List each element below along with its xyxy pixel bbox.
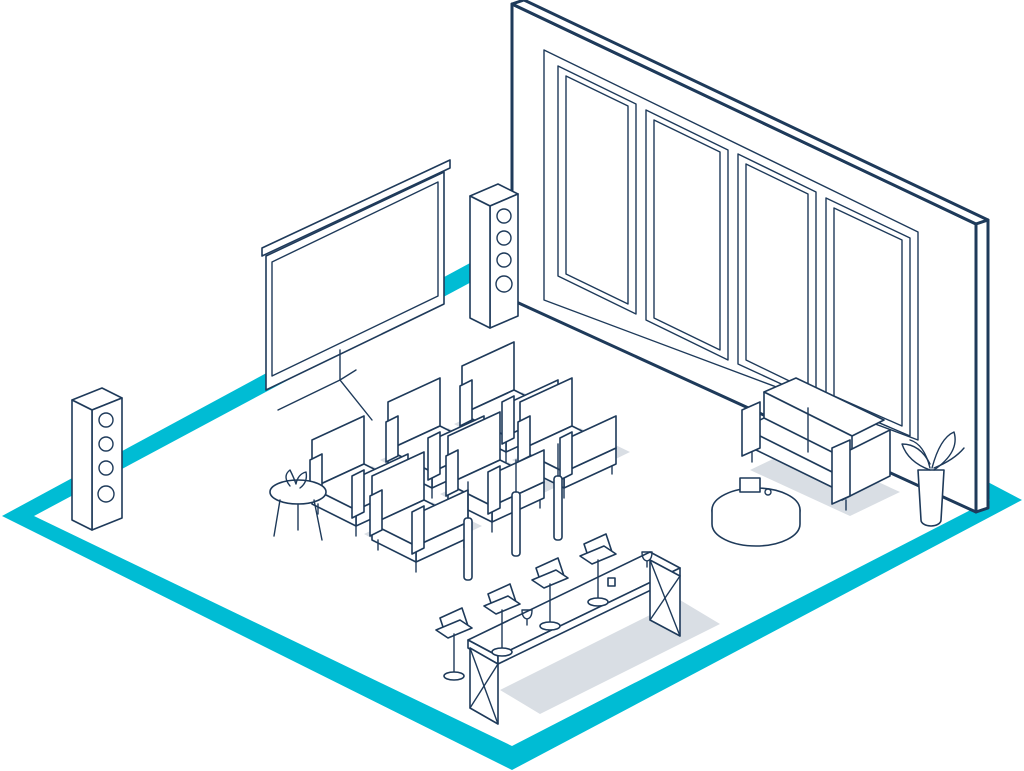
window-panes [557,65,911,437]
round-coffee-table [711,477,801,547]
bar-leg-right [649,559,681,637]
bar-counter [467,551,720,725]
floor-speaker-left [71,387,123,531]
potted-plant [901,431,965,527]
window-wall [510,0,990,514]
wine-glasses [521,551,653,626]
floor-speaker-right [469,183,519,329]
projection-screen [261,159,451,421]
sofa [741,377,900,516]
side-table [269,469,327,541]
floor-lamps [463,443,563,581]
bar-leg-left [469,647,499,725]
